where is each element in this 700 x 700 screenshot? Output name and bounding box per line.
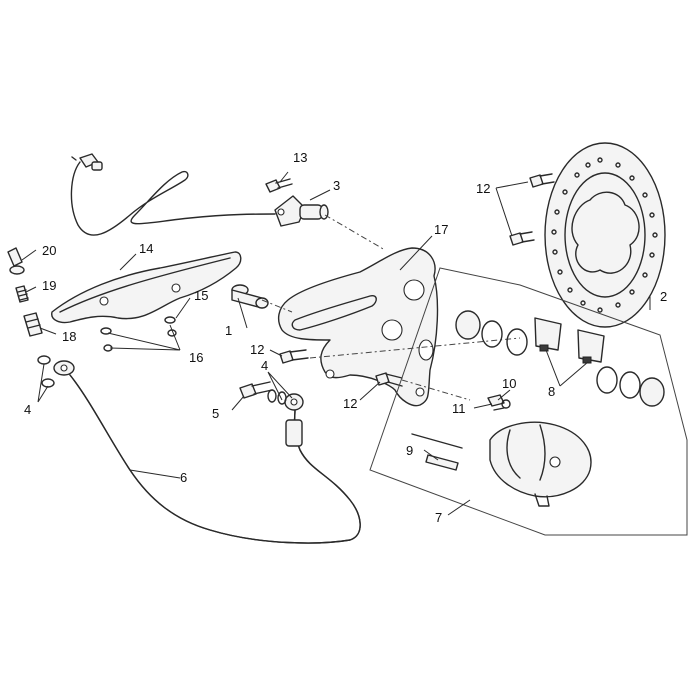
bracket-bolts — [279, 173, 555, 387]
speed-sensor — [274, 195, 329, 227]
callout-20: 20 — [42, 243, 56, 258]
banjo-fittings — [7, 247, 43, 337]
callout-19: 19 — [42, 278, 56, 293]
callout-3: 3 — [333, 178, 340, 193]
banjo-bolt — [239, 381, 287, 405]
brake-pads — [534, 317, 605, 364]
callout-14: 14 — [139, 241, 153, 256]
chain-guard — [51, 251, 242, 324]
callout-10: 10 — [502, 376, 516, 391]
callout-13: 13 — [293, 150, 307, 165]
callout-2: 2 — [660, 289, 667, 304]
caliper-group-frame — [369, 267, 688, 536]
caliper-pistons — [455, 310, 665, 407]
disc-holes — [551, 157, 658, 313]
caliper-bracket — [277, 247, 439, 407]
brake-disc — [544, 142, 666, 328]
mounting-pin — [231, 284, 269, 309]
callout-16: 16 — [189, 350, 203, 365]
callout-4-left: 4 — [24, 402, 31, 417]
brake-caliper — [489, 421, 592, 507]
callout-6: 6 — [180, 470, 187, 485]
callout-11: 11 — [452, 401, 466, 416]
callout-15: 15 — [194, 288, 208, 303]
callout-7: 7 — [435, 510, 442, 525]
callout-12-disc: 12 — [476, 181, 490, 196]
callout-8: 8 — [548, 384, 555, 399]
callout-1: 1 — [225, 323, 232, 338]
callout-12-left: 12 — [250, 342, 264, 357]
callout-9: 9 — [406, 443, 413, 458]
callout-12-bottom: 12 — [343, 396, 357, 411]
abs-sensor-wire — [70, 153, 276, 236]
guard-fasteners — [100, 316, 177, 352]
brake-hose — [37, 355, 361, 544]
callout-5: 5 — [212, 406, 219, 421]
callout-18: 18 — [62, 329, 76, 344]
assembly-axis-lines — [261, 214, 521, 401]
screw-13 — [265, 178, 293, 193]
caliper-pin-and-bleeder — [411, 394, 511, 471]
callout-4-upper: 4 — [261, 358, 268, 373]
callout-numbers: 1 2 3 4 4 5 6 7 8 9 10 11 12 12 12 13 14… — [24, 150, 667, 525]
leader-lines — [21, 171, 651, 516]
callout-17: 17 — [434, 222, 448, 237]
